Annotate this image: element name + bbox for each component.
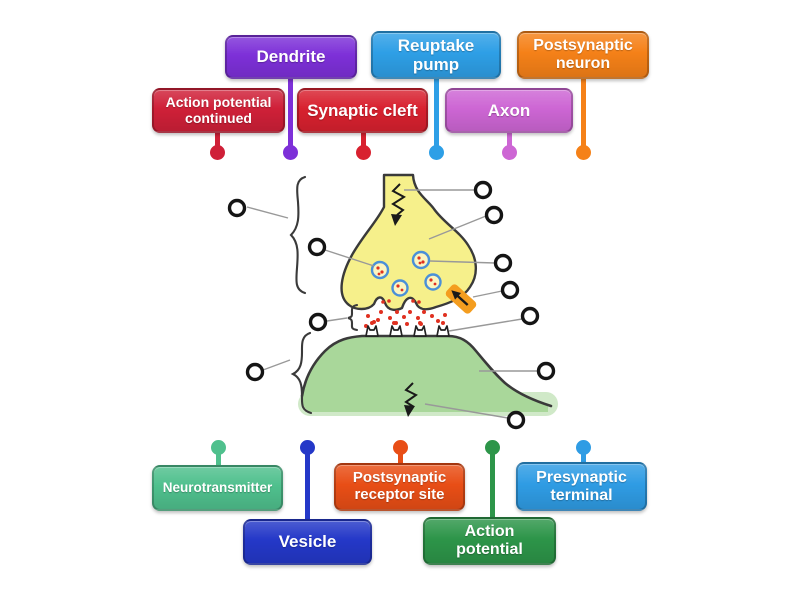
answer-target[interactable] (500, 280, 520, 300)
label-text: Synaptic cleft (307, 100, 418, 120)
answer-target[interactable] (308, 312, 328, 332)
pin-dot (211, 440, 226, 455)
label-neurotransmitter[interactable]: Neurotransmitter (152, 465, 283, 511)
label-synaptic-cleft[interactable]: Synaptic cleft (297, 88, 428, 133)
pin-dot (356, 145, 371, 160)
answer-target[interactable] (536, 361, 556, 381)
vesicle-shape (370, 260, 390, 280)
pin-dot (576, 145, 591, 160)
answer-target[interactable] (493, 253, 513, 273)
pin-dot (283, 145, 298, 160)
pin-stem (215, 130, 220, 151)
answer-target[interactable] (227, 198, 247, 218)
label-presynaptic-terminal[interactable]: Presynaptic terminal (516, 462, 647, 511)
pin-stem (581, 77, 586, 151)
label-postsynaptic-receptor-site[interactable]: Postsynaptic receptor site (334, 463, 465, 511)
label-text: Action potential (456, 523, 523, 558)
pointer-lines (246, 189, 538, 419)
postsynaptic-membrane-outline (300, 334, 553, 408)
label-text: Neurotransmitter (162, 480, 273, 496)
answer-target[interactable] (473, 180, 493, 200)
brace-postsynaptic (290, 331, 313, 415)
pin-stem (507, 130, 512, 151)
pin-stem (581, 447, 586, 464)
pin-stem (434, 77, 439, 151)
pin-stem (490, 447, 495, 519)
label-postsynaptic-neuron[interactable]: Postsynaptic neuron (517, 31, 649, 79)
label-text: Vesicle (278, 532, 337, 552)
postsynaptic-neuron-shape (301, 336, 548, 412)
label-vesicle[interactable]: Vesicle (243, 519, 372, 565)
receptor-sites (365, 321, 450, 337)
pin-stem (361, 130, 366, 151)
pin-dot (210, 145, 225, 160)
label-text: Axon (487, 100, 531, 120)
pin-dot (502, 145, 517, 160)
vesicle-shape (411, 250, 431, 270)
pin-dot (429, 145, 444, 160)
action-potential-zigzag-postsynaptic (404, 382, 418, 417)
answer-target[interactable] (520, 306, 540, 326)
pin-stem (305, 447, 310, 521)
answer-targets (227, 180, 556, 430)
label-text: Postsynaptic receptor site (352, 469, 447, 503)
brace-synaptic-cleft (347, 303, 359, 332)
vesicles (370, 250, 442, 297)
label-text: Presynaptic terminal (536, 468, 627, 504)
label-action-potential-continued[interactable]: Action potential continued (152, 88, 285, 133)
neurotransmitter-dots (364, 299, 447, 328)
vesicle-shape (391, 279, 409, 297)
answer-target[interactable] (307, 237, 327, 257)
brace-presynaptic (289, 175, 307, 295)
pin-dot (300, 440, 315, 455)
answer-target[interactable] (506, 410, 526, 430)
action-potential-zigzag-axon (391, 183, 406, 226)
label-axon[interactable]: Axon (445, 88, 573, 133)
pin-stem (398, 447, 403, 465)
label-text: Postsynaptic neuron (533, 37, 633, 72)
pin-dot (576, 440, 591, 455)
pin-stem (216, 447, 221, 467)
answer-target[interactable] (245, 362, 265, 382)
answer-target[interactable] (484, 205, 504, 225)
label-reuptake-pump[interactable]: Reuptake pump (371, 31, 501, 79)
vesicle-shape (424, 273, 442, 291)
pin-stem (288, 77, 293, 151)
pin-dot (485, 440, 500, 455)
label-text: Reuptake pump (397, 35, 475, 74)
reuptake-pump-tag (445, 284, 477, 314)
label-text: Dendrite (256, 47, 326, 67)
pin-dot (393, 440, 408, 455)
label-dendrite[interactable]: Dendrite (225, 35, 357, 79)
label-text: Action potential continued (165, 93, 272, 126)
label-action-potential[interactable]: Action potential (423, 517, 556, 565)
